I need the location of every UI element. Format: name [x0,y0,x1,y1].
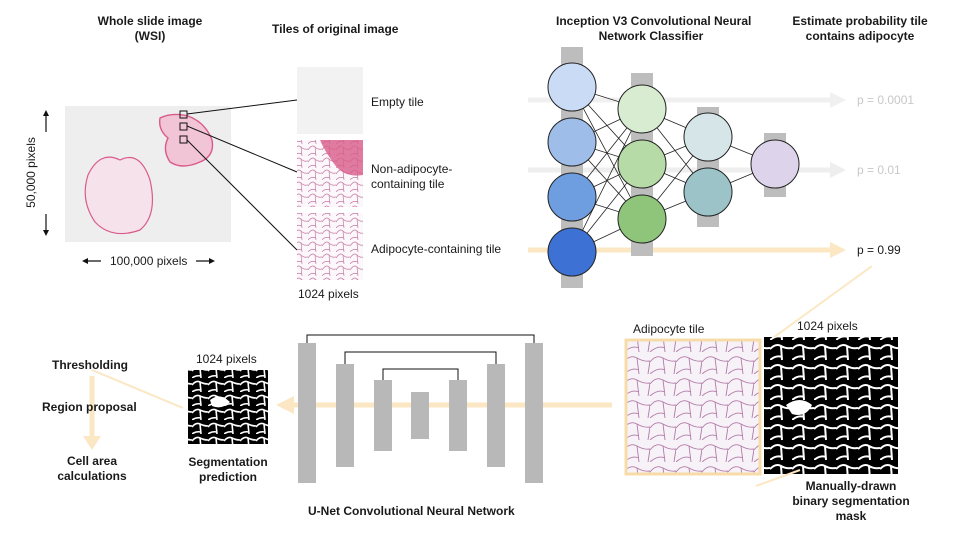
width-arrowhead-left [82,258,88,264]
mask-caption: Manually-drawn binary segmentation mask [776,479,926,524]
classifier-title: Inception V3 Convolutional Neural Networ… [556,14,752,44]
probability-title: Estimate probability tile contains adipo… [780,14,940,44]
zoom-line-adipocyte [186,139,298,251]
unet-encoder-3 [374,380,392,451]
non-adipocyte-label-line2: containing tile [371,177,445,191]
arrowhead-into-unet [276,396,294,414]
segmentation-caption: Segmentation prediction [168,455,288,485]
mask-caption-line2: binary segmentation [792,494,910,508]
p-empty: p = 0.0001 [857,93,915,107]
height-arrowhead-down [43,230,49,236]
non-adipocyte-tile-label: Non-adipocyte- containing tile [371,162,452,192]
input-node-1 [547,62,597,112]
segmentation-gap [210,396,230,408]
tile-marker-empty [179,110,188,119]
wsi-title: Whole slide image (WSI) [60,14,240,44]
tissue-section-left [84,156,153,235]
p-adipocyte: p = 0.99 [857,243,901,257]
probability-title-line2: contains adipocyte [805,29,915,43]
thresholding-step: Thresholding [52,358,128,372]
mask-background-region [786,400,812,415]
input-node-4 [547,227,597,277]
skip-connection-2 [344,351,497,364]
empty-tile-label: Empty tile [371,95,424,109]
mask-caption-connector [755,469,801,487]
region-proposal-step: Region proposal [42,400,137,414]
hidden1-node-3 [617,194,667,244]
arrowhead-empty-tile [830,92,846,108]
mask-caption-line1: Manually-drawn [805,479,897,493]
zoom-line-non-adipocyte [186,125,298,173]
segmentation-caption-line2: prediction [198,470,257,484]
hidden2-node-2 [683,167,733,217]
connector-to-training [769,265,873,341]
mask-caption-line3: mask [835,509,867,523]
wsi-title-line2: (WSI) [134,29,166,43]
unet-encoder-1 [298,343,316,483]
input-node-2 [547,117,597,167]
segmentation-output [188,370,268,444]
wsi-width-label: 100,000 pixels [110,254,188,268]
tile-size-label: 1024 pixels [298,287,359,301]
adipocyte-tile-caption: Adipocyte tile [633,322,705,336]
unet-title: U-Net Convolutional Neural Network [308,504,515,518]
tiles-panel [297,67,363,280]
unet-decoder-1 [525,343,543,483]
hidden2-node-1 [683,112,733,162]
width-arrowhead-right [209,258,215,264]
non-adipocyte-stroma [320,140,363,176]
input-node-3 [547,172,597,222]
unet-bottleneck [411,392,429,439]
adipocyte-tile [297,213,363,280]
non-adipocyte-label-line1: Non-adipocyte- [371,162,453,176]
postprocessing-arrowhead [83,436,101,450]
tile-marker-adipocyte [179,135,188,144]
wsi-title-line1: Whole slide image [97,14,203,28]
probability-title-line1: Estimate probability tile [792,14,928,28]
unet-decoder-2 [487,364,505,467]
skip-connection-1 [306,334,535,343]
hidden1-node-1 [617,84,667,134]
wsi-panel [43,99,298,264]
classifier-title-line1: Inception V3 Convolutional Neural [556,14,752,28]
wsi-height-label: 50,000 pixels [23,137,38,208]
tiles-title: Tiles of original image [272,22,399,36]
cell-area-line1: Cell area [66,454,118,468]
arrowhead-adipocyte-tile [830,242,846,258]
cell-area-line2: calculations [57,469,127,483]
unet-decoder-3 [449,380,467,451]
p-non-adipocyte: p = 0.01 [857,163,901,177]
training-panel [624,337,898,487]
cell-area-step: Cell area calculations [40,454,144,484]
inception-network [547,47,800,288]
adipocyte-training-tile [624,338,762,476]
postprocessing-flow [83,369,184,450]
unet-encoder-2 [336,364,354,467]
unet-architecture [298,334,543,483]
segmentation-size-label: 1024 pixels [196,352,257,366]
connector-to-thresholding [91,369,184,409]
hidden1-node-2 [617,139,667,189]
classifier-title-line2: Network Classifier [598,29,704,43]
height-arrowhead-up [43,110,49,116]
arrowhead-non-adipocyte-tile [830,162,846,178]
output-node [750,139,800,189]
edge-l0-3-0 [571,108,643,253]
adipocyte-tile-label: Adipocyte-containing tile [371,242,502,256]
mask-size-label: 1024 pixels [797,319,858,333]
binary-mask [764,337,898,474]
zoom-line-empty [186,99,298,115]
empty-tile [297,67,363,134]
segmentation-caption-line1: Segmentation [188,455,268,469]
tissue-section-right [158,113,214,167]
skip-connection-3 [382,368,459,380]
